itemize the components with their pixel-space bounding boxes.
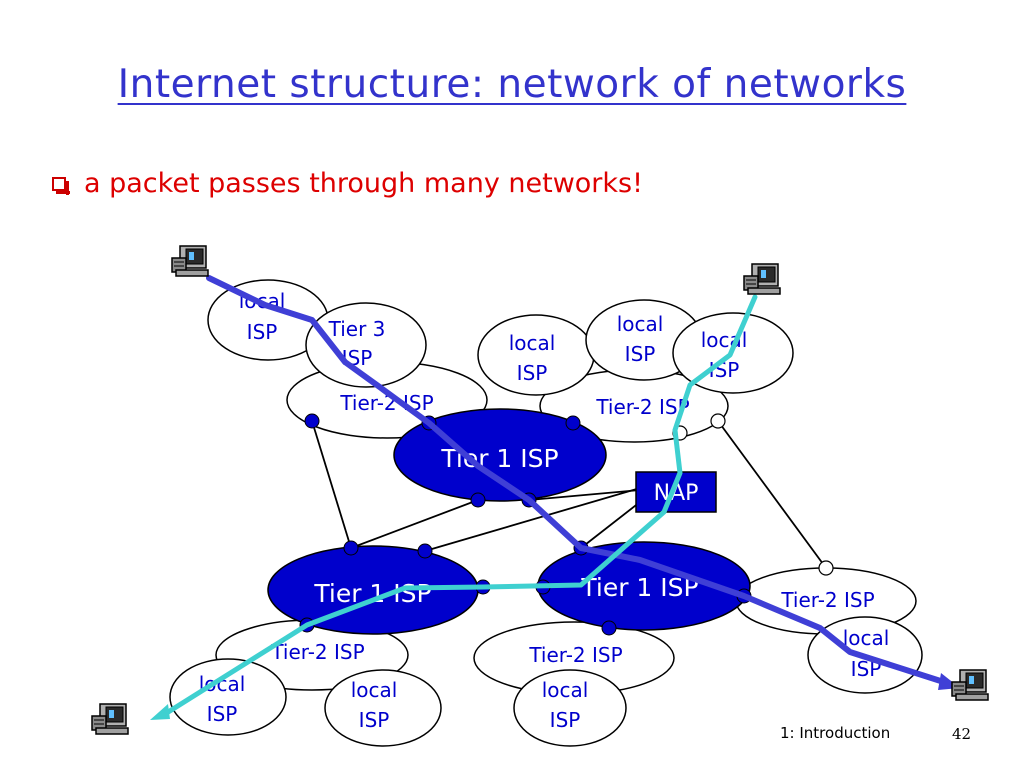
local-isp-label: local: [509, 331, 556, 355]
local-isp-label: ISP: [359, 708, 390, 732]
tier3-isp: [305, 302, 427, 388]
tier1-label: Tier 1 ISP: [313, 579, 431, 608]
bullet-item: a packet passes through many networks!: [52, 168, 643, 199]
tier3-label: Tier 3: [328, 317, 386, 341]
tier1-isp-top: [393, 408, 607, 502]
local-isp-6: [169, 658, 287, 736]
local-isp-label: ISP: [625, 342, 656, 366]
tier1-isps: [267, 408, 751, 635]
return-path: [162, 294, 758, 717]
computer-icon: [951, 669, 989, 701]
local-isp-label: local: [542, 678, 589, 702]
computer-icon: [743, 263, 781, 295]
tier2-label: Tier-2 ISP: [528, 643, 622, 667]
router-dot: [343, 540, 359, 556]
page-number: 42: [952, 725, 972, 743]
router-dot: [470, 492, 486, 508]
packet-path: [206, 275, 953, 687]
local-isp-label: ISP: [517, 361, 548, 385]
tier2-label: Tier-2 ISP: [270, 640, 364, 664]
link-line: [311, 420, 352, 549]
router-dot-open: [710, 413, 726, 429]
tier1-label: Tier 1 ISP: [580, 573, 698, 602]
router-dot: [417, 543, 433, 559]
local-isp-8: [513, 669, 627, 747]
link-line: [580, 501, 641, 549]
link-line: [717, 420, 827, 569]
local-isp-label: ISP: [247, 320, 278, 344]
bullet-text: a packet passes through many networks!: [84, 168, 643, 199]
local-isp-label: ISP: [207, 702, 238, 726]
local-isp-label: local: [617, 312, 664, 336]
isp-clouds: [169, 279, 923, 747]
local-isp-label: local: [843, 626, 890, 650]
local-isp-label: ISP: [550, 708, 581, 732]
tier2-label: Tier-2 ISP: [595, 395, 689, 419]
computer-icon: [171, 245, 209, 277]
router-dot: [565, 415, 581, 431]
slide-title: Internet structure: network of networks: [117, 62, 907, 107]
tier2-label: Tier-2 ISP: [780, 588, 874, 612]
local-isp-label: local: [351, 678, 398, 702]
link-line: [424, 487, 641, 552]
router-dot: [601, 620, 617, 636]
return-path-arrowhead: [150, 704, 170, 720]
checkbox-bullet-icon: [52, 176, 70, 195]
footer-section-label: 1: Introduction: [780, 724, 891, 742]
router-dot-open: [818, 560, 834, 576]
router-dot: [304, 413, 320, 429]
local-isp-7: [324, 669, 442, 747]
link-lines: [311, 420, 827, 588]
computer-icon: [91, 703, 129, 735]
link-line: [350, 499, 479, 549]
link-line: [528, 489, 641, 501]
